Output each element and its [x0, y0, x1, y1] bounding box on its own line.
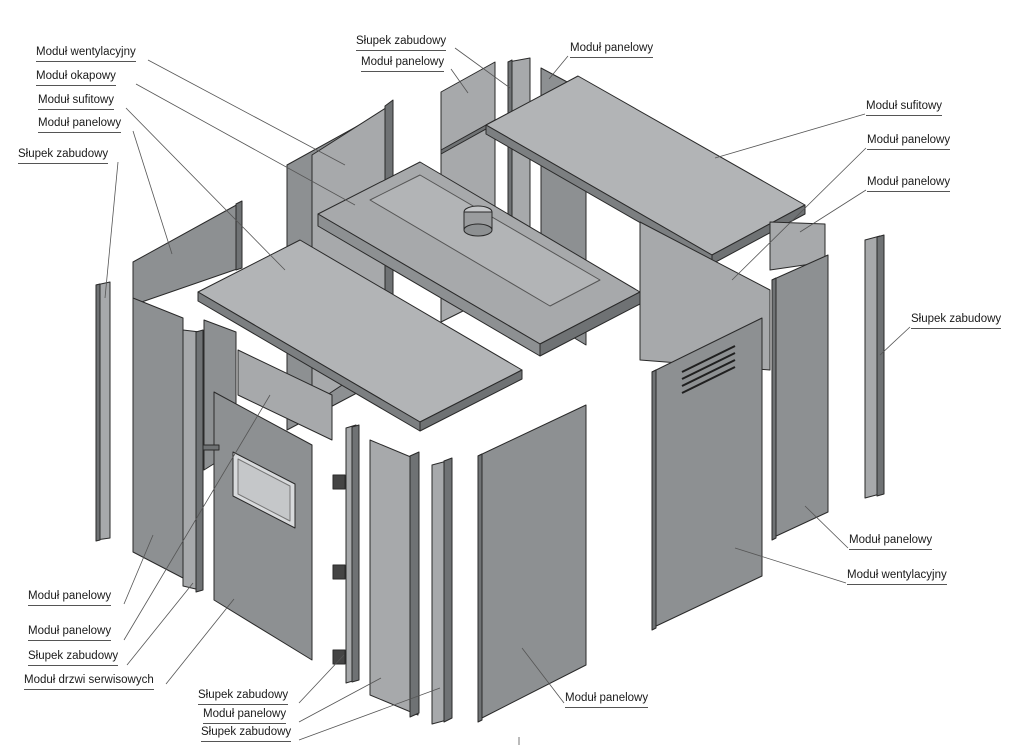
door-handle	[202, 444, 220, 451]
panel-ventilation	[651, 317, 763, 629]
label-modul-panelowy-top-center: Moduł panelowy	[361, 56, 445, 72]
ventilation-grille	[681, 345, 736, 394]
roof-left-side	[419, 369, 523, 432]
panel-left-front	[132, 297, 184, 579]
label-modul-panelowy-left-top: Moduł panelowy	[38, 117, 122, 133]
label-slupek-bottom-1: Słupek zabudowy	[198, 689, 289, 705]
label-modul-panelowy-right-2: Moduł panelowy	[867, 176, 951, 192]
label-modul-wentylacyjny-right: Moduł wentylacyjny	[847, 569, 947, 585]
panel-left-back-edge	[235, 200, 243, 271]
label-modul-wentylacyjny-top: Moduł wentylacyjny	[36, 46, 136, 62]
label-slupek-top-center: Słupek zabudowy	[356, 35, 447, 51]
post-far-right-edge	[876, 234, 885, 497]
label-modul-sufitowy-right: Moduł sufitowy	[866, 100, 943, 116]
post-hinge-edge	[351, 424, 360, 683]
label-slupek-bottom-left: Słupek zabudowy	[28, 650, 119, 666]
hood-ridge	[369, 174, 601, 307]
label-modul-panelowy-top-right: Moduł panelowy	[570, 42, 654, 58]
panel-ventilation-edge	[651, 369, 657, 631]
label-slupek-right: Słupek zabudowy	[911, 313, 1002, 329]
label-slupek-left-top: Słupek zabudowy	[18, 148, 109, 164]
panel-right-outer-edge	[771, 277, 777, 541]
label-modul-panelowy-bottom-left-1: Moduł panelowy	[28, 590, 112, 606]
panel-front-center-edge	[477, 453, 483, 723]
post-far-left-edge	[95, 283, 101, 542]
post-bottom-front-edge	[443, 457, 453, 723]
post-door-left-edge	[195, 329, 204, 593]
label-modul-okapowy: Moduł okapowy	[36, 70, 116, 86]
panel-bottom-front	[369, 439, 419, 716]
door-panel	[213, 391, 313, 661]
label-modul-panelowy-bottom: Moduł panelowy	[203, 708, 287, 724]
label-modul-panelowy-right-1: Moduł panelowy	[867, 134, 951, 150]
door-window-inner	[237, 458, 291, 522]
label-modul-panelowy-right-bottom: Moduł panelowy	[849, 534, 933, 550]
leader-lines	[104, 47, 911, 745]
hinge-2	[332, 564, 346, 580]
hinge-3	[332, 649, 346, 665]
label-modul-panelowy-bottom-left-2: Moduł panelowy	[28, 625, 112, 641]
panel-right-outer	[771, 254, 829, 539]
panel-bottom-front-edge	[409, 451, 420, 718]
hinge-1	[332, 474, 346, 490]
panel-small-front	[237, 349, 333, 441]
hood-duct-bottom	[463, 223, 493, 237]
label-slupek-bottom-2: Słupek zabudowy	[201, 726, 292, 742]
panel-front-center	[477, 404, 587, 721]
label-modul-drzwi: Moduł drzwi serwisowych	[24, 674, 154, 690]
label-modul-sufitowy-left: Moduł sufitowy	[38, 94, 115, 110]
label-modul-panelowy-bottom-center: Moduł panelowy	[565, 692, 649, 708]
